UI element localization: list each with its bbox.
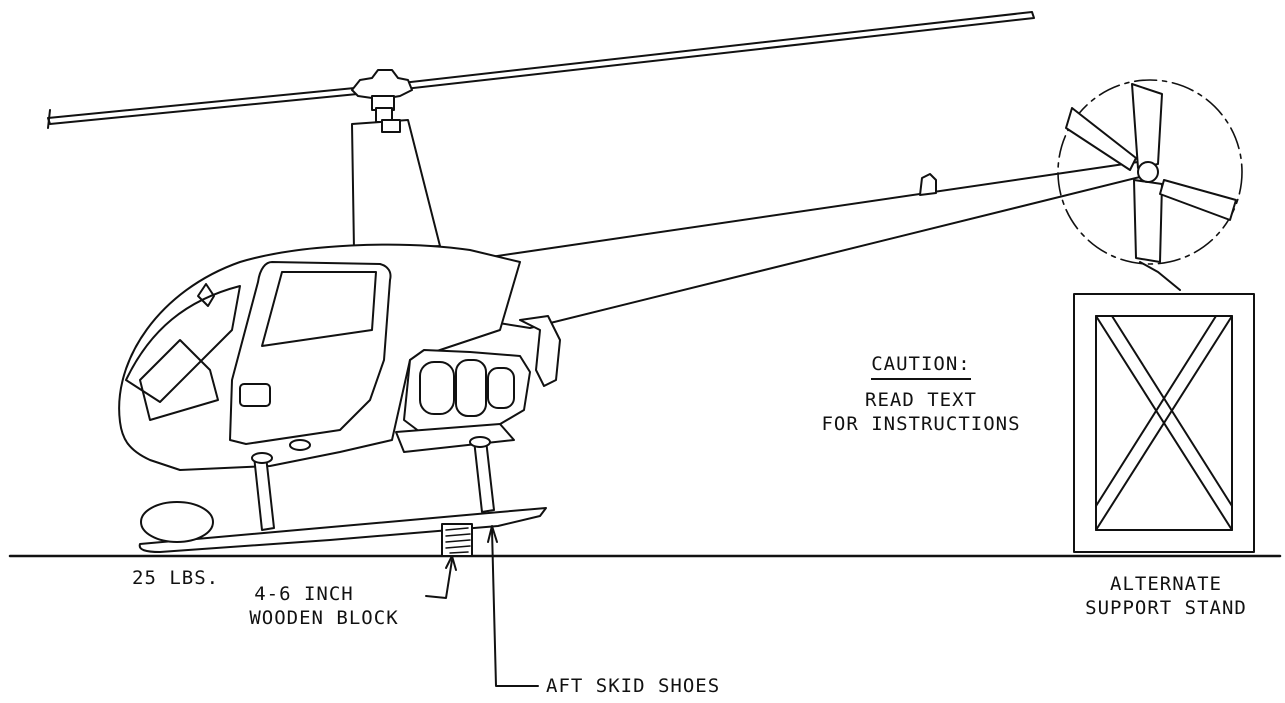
wooden-block-label-line2: WOODEN BLOCK <box>249 607 399 629</box>
leader-wooden-block <box>425 559 453 599</box>
leader-aft-skid <box>491 529 539 687</box>
caution-line1: READ TEXT <box>865 389 977 411</box>
engine <box>395 315 561 453</box>
tail-rotor <box>1057 79 1243 291</box>
wooden-block-label-line1: 4-6 INCH <box>254 583 354 605</box>
support-stand-label-line1: ALTERNATE <box>1110 573 1222 595</box>
aft-skid-label: AFT SKID SHOES <box>546 675 721 697</box>
cabin <box>118 243 521 471</box>
tail-boom <box>469 161 1145 329</box>
weight-label: 25 LBS. <box>132 567 220 589</box>
wooden-block <box>441 523 473 557</box>
caution-line2: FOR INSTRUCTIONS <box>821 413 1021 435</box>
support-stand-label: ALTERNATE SUPPORT STAND <box>1066 572 1266 620</box>
support-stand-label-line2: SUPPORT STAND <box>1085 597 1247 619</box>
landing-gear <box>138 436 547 553</box>
cabin-door <box>229 261 392 445</box>
mast-fairing <box>351 119 441 251</box>
main-rotor <box>47 11 1035 129</box>
caution-note: CAUTION: READ TEXT FOR INSTRUCTIONS <box>796 352 1046 436</box>
support-stand <box>1073 293 1255 553</box>
wooden-block-label: 4-6 INCH WOODEN BLOCK <box>224 582 424 630</box>
caution-title: CAUTION: <box>871 353 971 375</box>
beacon-light <box>919 173 937 196</box>
